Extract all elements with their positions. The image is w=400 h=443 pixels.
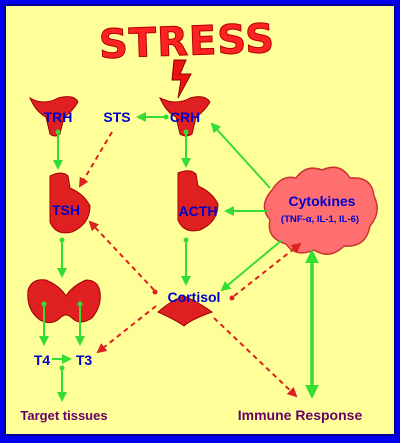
- inhibit-origin-dot: [229, 295, 235, 301]
- label-trh: TRH: [44, 109, 73, 125]
- pituitary-acth-shape: [177, 170, 219, 232]
- adrenal-shape: [157, 295, 214, 327]
- label-immune-response: Immune Response: [238, 407, 363, 423]
- stress-title: STRESS: [98, 16, 276, 68]
- inhibit-sts-to-tsh: [78, 131, 113, 188]
- arrow-origin-dot: [183, 237, 189, 243]
- cytokine-cell-shape: [263, 166, 378, 255]
- label-target-tissues: Target tissues: [20, 408, 107, 423]
- arrow-origin-dot: [59, 237, 65, 243]
- thyroid-shape: [27, 279, 101, 324]
- inhibit-cortisol-to-tsh: [88, 220, 155, 291]
- arrow-origin-dot: [59, 365, 65, 371]
- arrow-origin-dot: [41, 301, 47, 307]
- label-cytokines: Cytokines: [289, 193, 356, 209]
- arrow-origin-dot: [77, 301, 83, 307]
- inhibit-origin-dot: [152, 289, 158, 295]
- arrow-cytokines-to-cortisol: [220, 239, 283, 292]
- hypothalamus-crh-shape: [159, 96, 211, 137]
- label-acth: ACTH: [179, 203, 218, 219]
- label-crh: CRH: [170, 109, 200, 125]
- arrow-origin-dot: [183, 129, 189, 135]
- arrow-origin-dot: [163, 114, 169, 120]
- label-sts: STS: [103, 109, 130, 125]
- hypothalamus-trh-shape: [28, 96, 79, 137]
- label-tsh: TSH: [52, 202, 80, 218]
- pituitary-tsh-shape: [49, 172, 91, 234]
- label-cortisol: Cortisol: [168, 289, 221, 305]
- arrow-cytokines-to-crh: [210, 122, 271, 189]
- inhibit-cortisol-to-t3: [96, 305, 157, 354]
- label-t3: T3: [76, 352, 93, 368]
- label-t4: T4: [34, 352, 51, 368]
- arrow-origin-dot: [55, 129, 61, 135]
- lightning-bolt-icon: [171, 59, 192, 99]
- inhibit-cortisol-to-immune-response: [213, 317, 298, 398]
- label-cytokines-sub: (TNF-α, IL-1, IL-6): [281, 214, 359, 225]
